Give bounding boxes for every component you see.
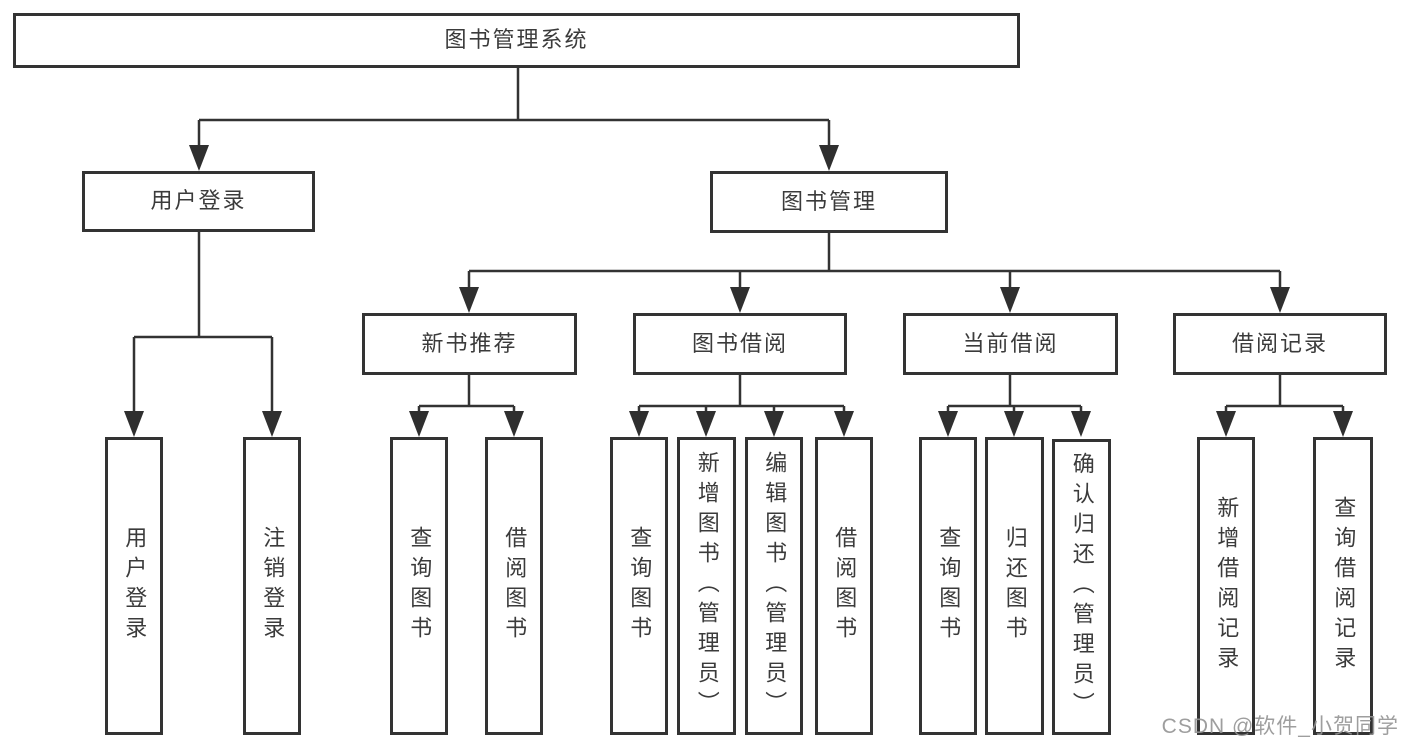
leaf-borrow-borrow-books: 借阅图书	[815, 437, 873, 735]
leaf-current-query-books: 查询图书	[919, 437, 977, 735]
node-book-management: 图书管理	[710, 171, 948, 233]
leaf-user-login: 用户登录	[105, 437, 163, 735]
leaf-records-add-record: 新增借阅记录	[1197, 437, 1255, 735]
edge-root-to-level2	[197, 68, 831, 150]
node-book-borrow: 图书借阅	[633, 313, 847, 375]
leaf-logout: 注销登录	[243, 437, 301, 735]
leaf-current-return-books: 归还图书	[985, 437, 1044, 735]
leaf-current-confirm-return-admin: 确认归还（管理员）	[1052, 439, 1111, 735]
leaf-newbook-borrow-books: 借阅图书	[485, 437, 543, 735]
edge-borrow-records-to-leaves	[1224, 375, 1345, 416]
node-user-login: 用户登录	[82, 171, 315, 232]
edge-current-borrow-to-leaves	[946, 375, 1083, 416]
edge-book-mgmt-to-level3	[467, 233, 1282, 292]
edge-user-login-to-leaves	[132, 232, 274, 416]
leaf-newbook-query-books: 查询图书	[390, 437, 448, 735]
edge-new-books-to-leaves	[417, 375, 516, 416]
leaf-borrow-query-books: 查询图书	[610, 437, 668, 735]
leaf-borrow-add-books-admin: 新增图书（管理员）	[677, 437, 736, 735]
node-borrow-records: 借阅记录	[1173, 313, 1387, 375]
node-current-borrow: 当前借阅	[903, 313, 1118, 375]
leaf-records-query-record: 查询借阅记录	[1313, 437, 1373, 735]
node-new-book-recommend: 新书推荐	[362, 313, 577, 375]
leaf-borrow-edit-books-admin: 编辑图书（管理员）	[745, 437, 803, 735]
node-root-system: 图书管理系统	[13, 13, 1020, 68]
edge-book-borrow-to-leaves	[637, 375, 846, 416]
csdn-watermark: CSDN @软件_小贺同学	[1161, 715, 1399, 738]
